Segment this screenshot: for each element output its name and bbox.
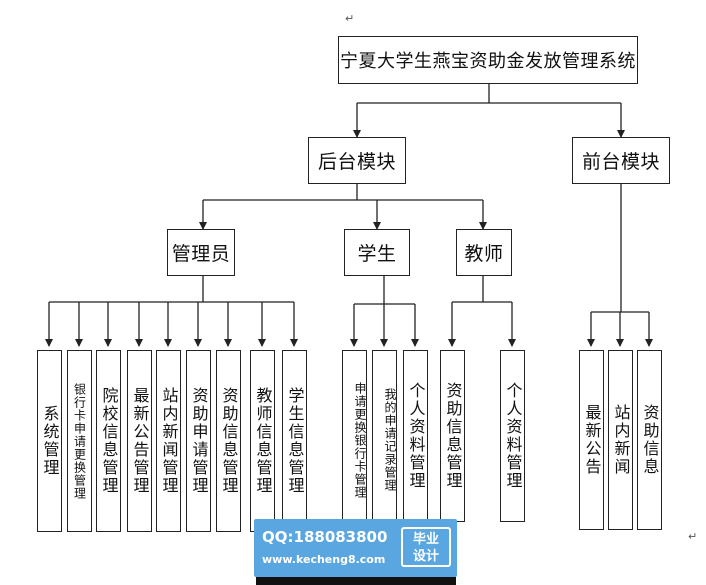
frontend-function-label: 资助信息 xyxy=(640,404,660,476)
admin-function-box: 教师信息管理 xyxy=(250,350,275,532)
root-system-box: 宁夏大学生燕宝资助金发放管理系统 xyxy=(338,36,638,84)
admin-function-box: 学生信息管理 xyxy=(282,350,307,532)
root-system-label: 宁夏大学生燕宝资助金发放管理系统 xyxy=(340,51,636,72)
frontend-function-box: 资助信息 xyxy=(637,350,662,530)
watermark-badge: 毕业 设计 xyxy=(401,527,451,567)
backend-module-box: 后台模块 xyxy=(308,137,406,184)
teacher-function-label: 资助信息管理 xyxy=(443,382,463,490)
student-function-label: 我的申请记录管理 xyxy=(383,388,397,492)
student-function-box: 个人资料管理 xyxy=(403,350,428,522)
frontend-function-box: 站内新闻 xyxy=(608,350,633,530)
student-role-label: 学生 xyxy=(357,243,397,265)
frontend-function-label: 最新公告 xyxy=(582,404,602,476)
frontend-module-label: 前台模块 xyxy=(581,151,660,173)
teacher-role-label: 教师 xyxy=(464,243,504,265)
admin-function-label: 资助申请管理 xyxy=(189,387,209,495)
frontend-function-box: 最新公告 xyxy=(579,350,604,530)
admin-function-label: 最新公告管理 xyxy=(130,387,150,495)
admin-role-box: 管理员 xyxy=(167,229,235,276)
backend-module-label: 后台模块 xyxy=(317,151,396,173)
watermark-qq-text: QQ:188083800 xyxy=(262,528,388,546)
frontend-function-label: 站内新闻 xyxy=(611,404,631,476)
admin-function-box: 银行卡申请更换管理 xyxy=(67,350,92,532)
admin-function-label: 银行卡申请更换管理 xyxy=(72,382,87,500)
paragraph-mark: ↵ xyxy=(688,530,698,543)
watermark-badge-line: 毕业 xyxy=(412,532,439,547)
admin-function-label: 学生信息管理 xyxy=(285,387,305,495)
admin-role-label: 管理员 xyxy=(171,243,231,265)
admin-function-label: 院校信息管理 xyxy=(99,387,119,495)
paragraph-mark: ↵ xyxy=(345,12,355,25)
frontend-module-box: 前台模块 xyxy=(572,137,670,184)
student-role-box: 学生 xyxy=(344,229,410,276)
student-function-box: 申请更换银行卡管理 xyxy=(342,350,367,522)
teacher-function-label: 个人资料管理 xyxy=(503,382,523,490)
admin-function-box: 最新公告管理 xyxy=(127,350,152,532)
student-function-box: 我的申请记录管理 xyxy=(372,350,397,522)
teacher-function-box: 资助信息管理 xyxy=(440,350,465,522)
admin-function-box: 系统管理 xyxy=(37,350,62,532)
admin-function-label: 站内新闻管理 xyxy=(159,387,179,495)
admin-function-label: 教师信息管理 xyxy=(253,387,273,495)
student-function-label: 个人资料管理 xyxy=(406,382,426,490)
teacher-function-box: 个人资料管理 xyxy=(500,350,525,522)
admin-function-label: 资助信息管理 xyxy=(219,387,239,495)
admin-function-label: 系统管理 xyxy=(40,405,60,477)
admin-function-box: 站内新闻管理 xyxy=(156,350,181,532)
watermark-badge-line: 设计 xyxy=(412,549,439,564)
teacher-role-box: 教师 xyxy=(456,229,512,276)
student-function-label: 申请更换银行卡管理 xyxy=(353,381,367,499)
admin-function-box: 院校信息管理 xyxy=(96,350,121,532)
admin-function-box: 资助申请管理 xyxy=(186,350,211,532)
watermark-url-text: www.kecheng8.com xyxy=(262,553,386,566)
admin-function-box: 资助信息管理 xyxy=(216,350,241,532)
watermark-bottom-strip xyxy=(256,577,456,585)
watermark-banner: QQ:188083800 www.kecheng8.com 毕业 设计 xyxy=(254,519,457,577)
